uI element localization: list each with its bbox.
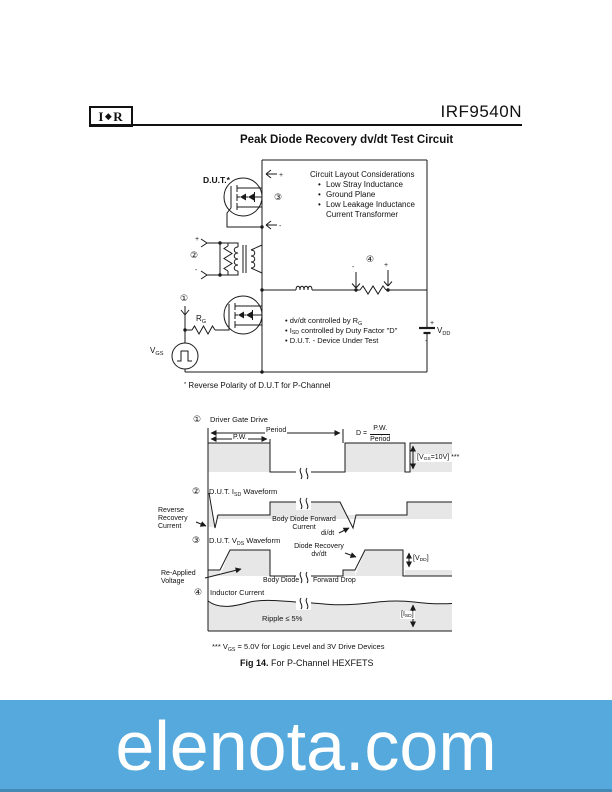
dut-label: D.U.T.*: [203, 175, 230, 185]
waveform4-callout: ④: [194, 587, 203, 597]
consideration-text: Ground Plane: [326, 190, 376, 199]
note-isd: • ISD controlled by Duty Factor "D": [285, 325, 398, 337]
waveform-axis: [207, 428, 452, 632]
consideration-text: Low Leakage Inductance: [326, 200, 415, 209]
series-inductor: [295, 285, 313, 291]
battery-minus-mark: -: [425, 338, 428, 345]
waveform1-title: Driver Gate Drive: [210, 415, 268, 424]
duty-denominator: Period: [370, 435, 391, 443]
waveform-4-trace: [207, 599, 453, 607]
reverse-recovery-label: Reverse Recovery Current: [158, 507, 188, 530]
bullet: •: [318, 200, 321, 209]
ir-logo-r: R: [113, 109, 124, 124]
vgs-bracket-label: [VGS=10V] ***: [416, 454, 461, 463]
header-rule: [90, 124, 522, 126]
diode-recovery-label: Diode Recovery dv/dt: [294, 543, 344, 558]
page-title: Peak Diode Recovery dv/dt Test Circuit: [240, 134, 454, 146]
elenota-banner: elenota.com: [0, 700, 612, 792]
waveform2-title: D.U.T. ISD Waveform: [209, 487, 278, 498]
callout-1: ①: [180, 293, 189, 303]
waveform-2-trace: [208, 492, 452, 530]
dut-mosfet: [223, 177, 263, 228]
transformer-resistor: [223, 245, 233, 272]
vdd-bracket-label: [VDD]: [412, 555, 430, 564]
dut-probe-minus-mark: -: [279, 223, 282, 230]
bottom-footnote: *** VGS = 5.0V for Logic Level and 3V Dr…: [212, 642, 385, 653]
considerations-heading: Circuit Layout Considerations: [310, 170, 415, 179]
waveform2-callout: ②: [192, 486, 201, 496]
rg-label: RG: [196, 314, 207, 325]
consideration-text: Low Stray Inductance: [326, 180, 403, 189]
battery-vdd: [419, 326, 435, 335]
consideration-item: • Ground Plane: [310, 190, 435, 200]
dut-kelvin-probes: [265, 169, 277, 230]
body-diode-label: Body Diode: [263, 577, 300, 584]
probe4-plus-mark: +: [384, 262, 388, 269]
mid-rail-probes: [351, 270, 393, 289]
didt-label: di/dt: [321, 530, 335, 537]
isd-bracket-label: [ISD]: [400, 611, 415, 620]
reverse-recovery-arrow: [195, 521, 207, 527]
duty-numerator: P.W.: [373, 425, 388, 432]
waveform3-callout: ③: [192, 535, 201, 545]
ripple-label: Ripple ≤ 5%: [262, 614, 303, 623]
probe4-minus-mark: -: [352, 264, 355, 271]
duty-fraction: P.W. Period: [370, 425, 391, 443]
ir-logo-diamond-icon: ◆: [104, 111, 113, 121]
period-label: Period: [265, 427, 288, 435]
figure-caption: Fig 14. For P-Channel HEXFETS: [240, 658, 374, 668]
consideration-item-cont: Current Transformer: [326, 210, 399, 219]
duty-factor-formula: D = P.W. Period: [356, 425, 391, 443]
battery-plus-mark: +: [430, 320, 434, 327]
body-diode-current-label: Body Diode Forward Current: [272, 516, 336, 531]
transformer-minus-mark: -: [195, 267, 198, 274]
ir-logo: I◆R: [89, 106, 133, 127]
duty-lhs: D =: [356, 430, 368, 438]
bullet: •: [318, 190, 321, 199]
ir-logo-i: I: [98, 109, 105, 124]
junction-dots: [183, 225, 390, 374]
reapplied-voltage-label: Re-Applied Voltage: [161, 570, 196, 585]
callout-3: ③: [274, 192, 283, 202]
circuit-notes: • dv/dt controlled by RG • ISD controlle…: [285, 316, 397, 345]
waveform1-callout: ①: [193, 414, 202, 424]
elenota-banner-text: elenota.com: [115, 707, 497, 785]
dut-probe-plus-mark: +: [279, 172, 283, 179]
banner-bottom-strip: [0, 789, 612, 792]
driver-mosfet: [215, 295, 263, 335]
reapplied-voltage-arrow: [204, 567, 242, 579]
fraction-bar: [370, 433, 391, 435]
waveform-3-trace: [208, 549, 452, 577]
transformer-plus-mark: +: [195, 236, 199, 243]
waveform3-title: D.U.T. VDS Waveform: [209, 536, 281, 547]
diode-recovery-arrow: [344, 552, 357, 558]
rg-resistor: [191, 324, 216, 336]
callout-4: ④: [366, 254, 375, 264]
vdd-label: VDD: [437, 326, 451, 337]
waveform4-title: Inductor Current: [210, 588, 265, 597]
consideration-item: • Low Stray Inductance: [310, 180, 435, 190]
didt-arrow: [338, 527, 350, 534]
consideration-item: • Low Leakage Inductance: [310, 200, 435, 210]
part-number: IRF9540N: [440, 102, 522, 121]
pw-label: P.W.: [232, 434, 248, 442]
callout-2: ②: [190, 250, 199, 260]
series-resistor: [359, 285, 387, 295]
forward-drop-label: Forward Drop: [313, 577, 356, 584]
note-dvdt: • dv/dt controlled by RG: [285, 316, 363, 327]
pulse-glyph: [177, 350, 192, 362]
vgs-label: VGS: [150, 346, 164, 357]
bullet: •: [318, 180, 321, 189]
circuit-layout-considerations: Circuit Layout Considerations • Low Stray…: [310, 170, 435, 220]
current-transformer: [200, 238, 263, 280]
circuit-footnote: * Reverse Polarity of D.U.T for P-Channe…: [184, 381, 331, 390]
note-dut: • D.U.T. - Device Under Test: [285, 335, 379, 345]
